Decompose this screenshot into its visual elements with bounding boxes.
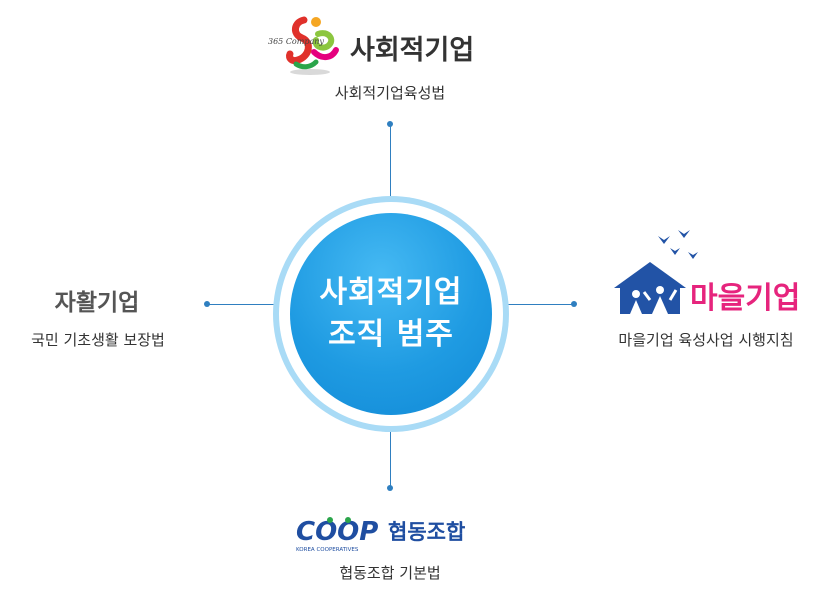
village-enterprise-logo: 마을기업 xyxy=(614,230,800,316)
connector-left-dot xyxy=(204,301,210,307)
center-circle: 사회적기업 조직 범주 xyxy=(290,213,492,415)
connector-top-dot xyxy=(387,121,393,127)
coop-logo-text: COOP xyxy=(296,517,378,547)
birds-icon xyxy=(658,230,698,259)
social-enterprise-logo-text: 365 Company xyxy=(268,37,324,46)
village-enterprise-law: 마을기업 육성사업 시행지침 xyxy=(618,331,794,349)
connector-left xyxy=(207,304,275,305)
connector-bottom-dot xyxy=(387,485,393,491)
connector-right-dot xyxy=(571,301,577,307)
social-enterprise-brand: 사회적기업 xyxy=(350,35,475,66)
self-support-enterprise-title: 자활기업 xyxy=(54,290,140,316)
coop-logo: COOP KOREA COOPERATIVES xyxy=(296,517,378,553)
connector-top xyxy=(390,124,391,198)
village-enterprise-brand: 마을기업 xyxy=(690,281,800,316)
coop-brand: 협동조합 xyxy=(388,520,466,544)
coop-logo-subtext: KOREA COOPERATIVES xyxy=(296,547,359,553)
self-support-enterprise-law: 국민 기초생활 보장법 xyxy=(31,331,165,349)
social-enterprise-logo: 365 Company xyxy=(268,16,339,75)
center-title-line2: 조직 범주 xyxy=(328,317,454,352)
coop-law: 협동조합 기본법 xyxy=(339,564,441,582)
house-icon xyxy=(614,262,686,314)
connector-bottom xyxy=(390,430,391,488)
center-title-line1: 사회적기업 xyxy=(319,275,463,310)
connector-right xyxy=(508,304,574,305)
social-enterprise-law: 사회적기업육성법 xyxy=(334,84,446,102)
